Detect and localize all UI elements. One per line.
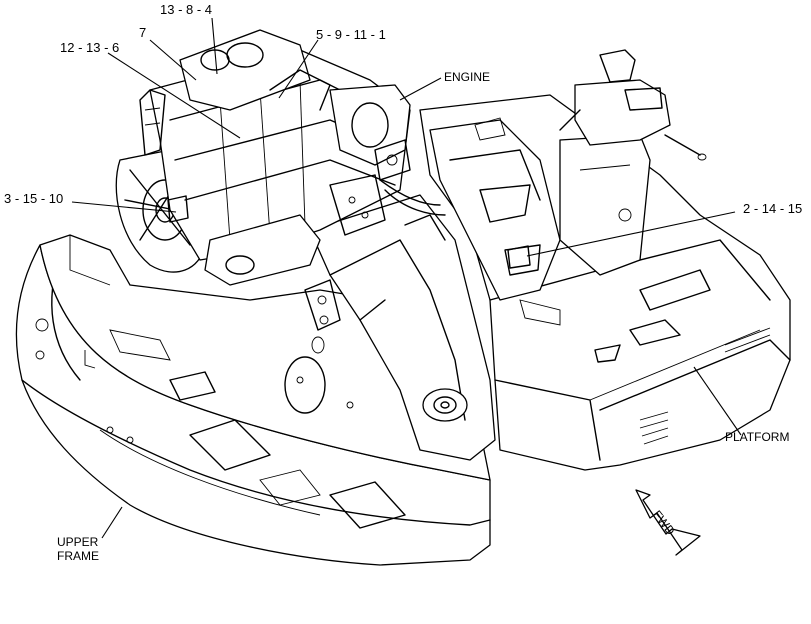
platform-label: PLATFORM [725,430,789,444]
upper-frame-drawing [15,234,491,566]
leader-lines [71,17,742,539]
callout-13-8-4: 13 - 8 - 4 [160,2,212,17]
engine-label: ENGINE [444,70,490,84]
boom-mount-drawing [284,194,496,461]
fwd-arrow: FWD [635,489,701,556]
engine-drawing [115,29,531,286]
upper-frame-label-line1: UPPER [57,535,99,549]
upper-frame-label-line2: FRAME [57,549,99,563]
platform-drawing [419,49,791,471]
callout-2-14-15: 2 - 14 - 15 [743,201,802,216]
callout-3-15-10: 3 - 15 - 10 [4,191,63,206]
callout-12-13-6: 12 - 13 - 6 [60,40,119,55]
callout-7: 7 [139,25,146,40]
callout-5-9-11-1: 5 - 9 - 11 - 1 [316,27,386,42]
